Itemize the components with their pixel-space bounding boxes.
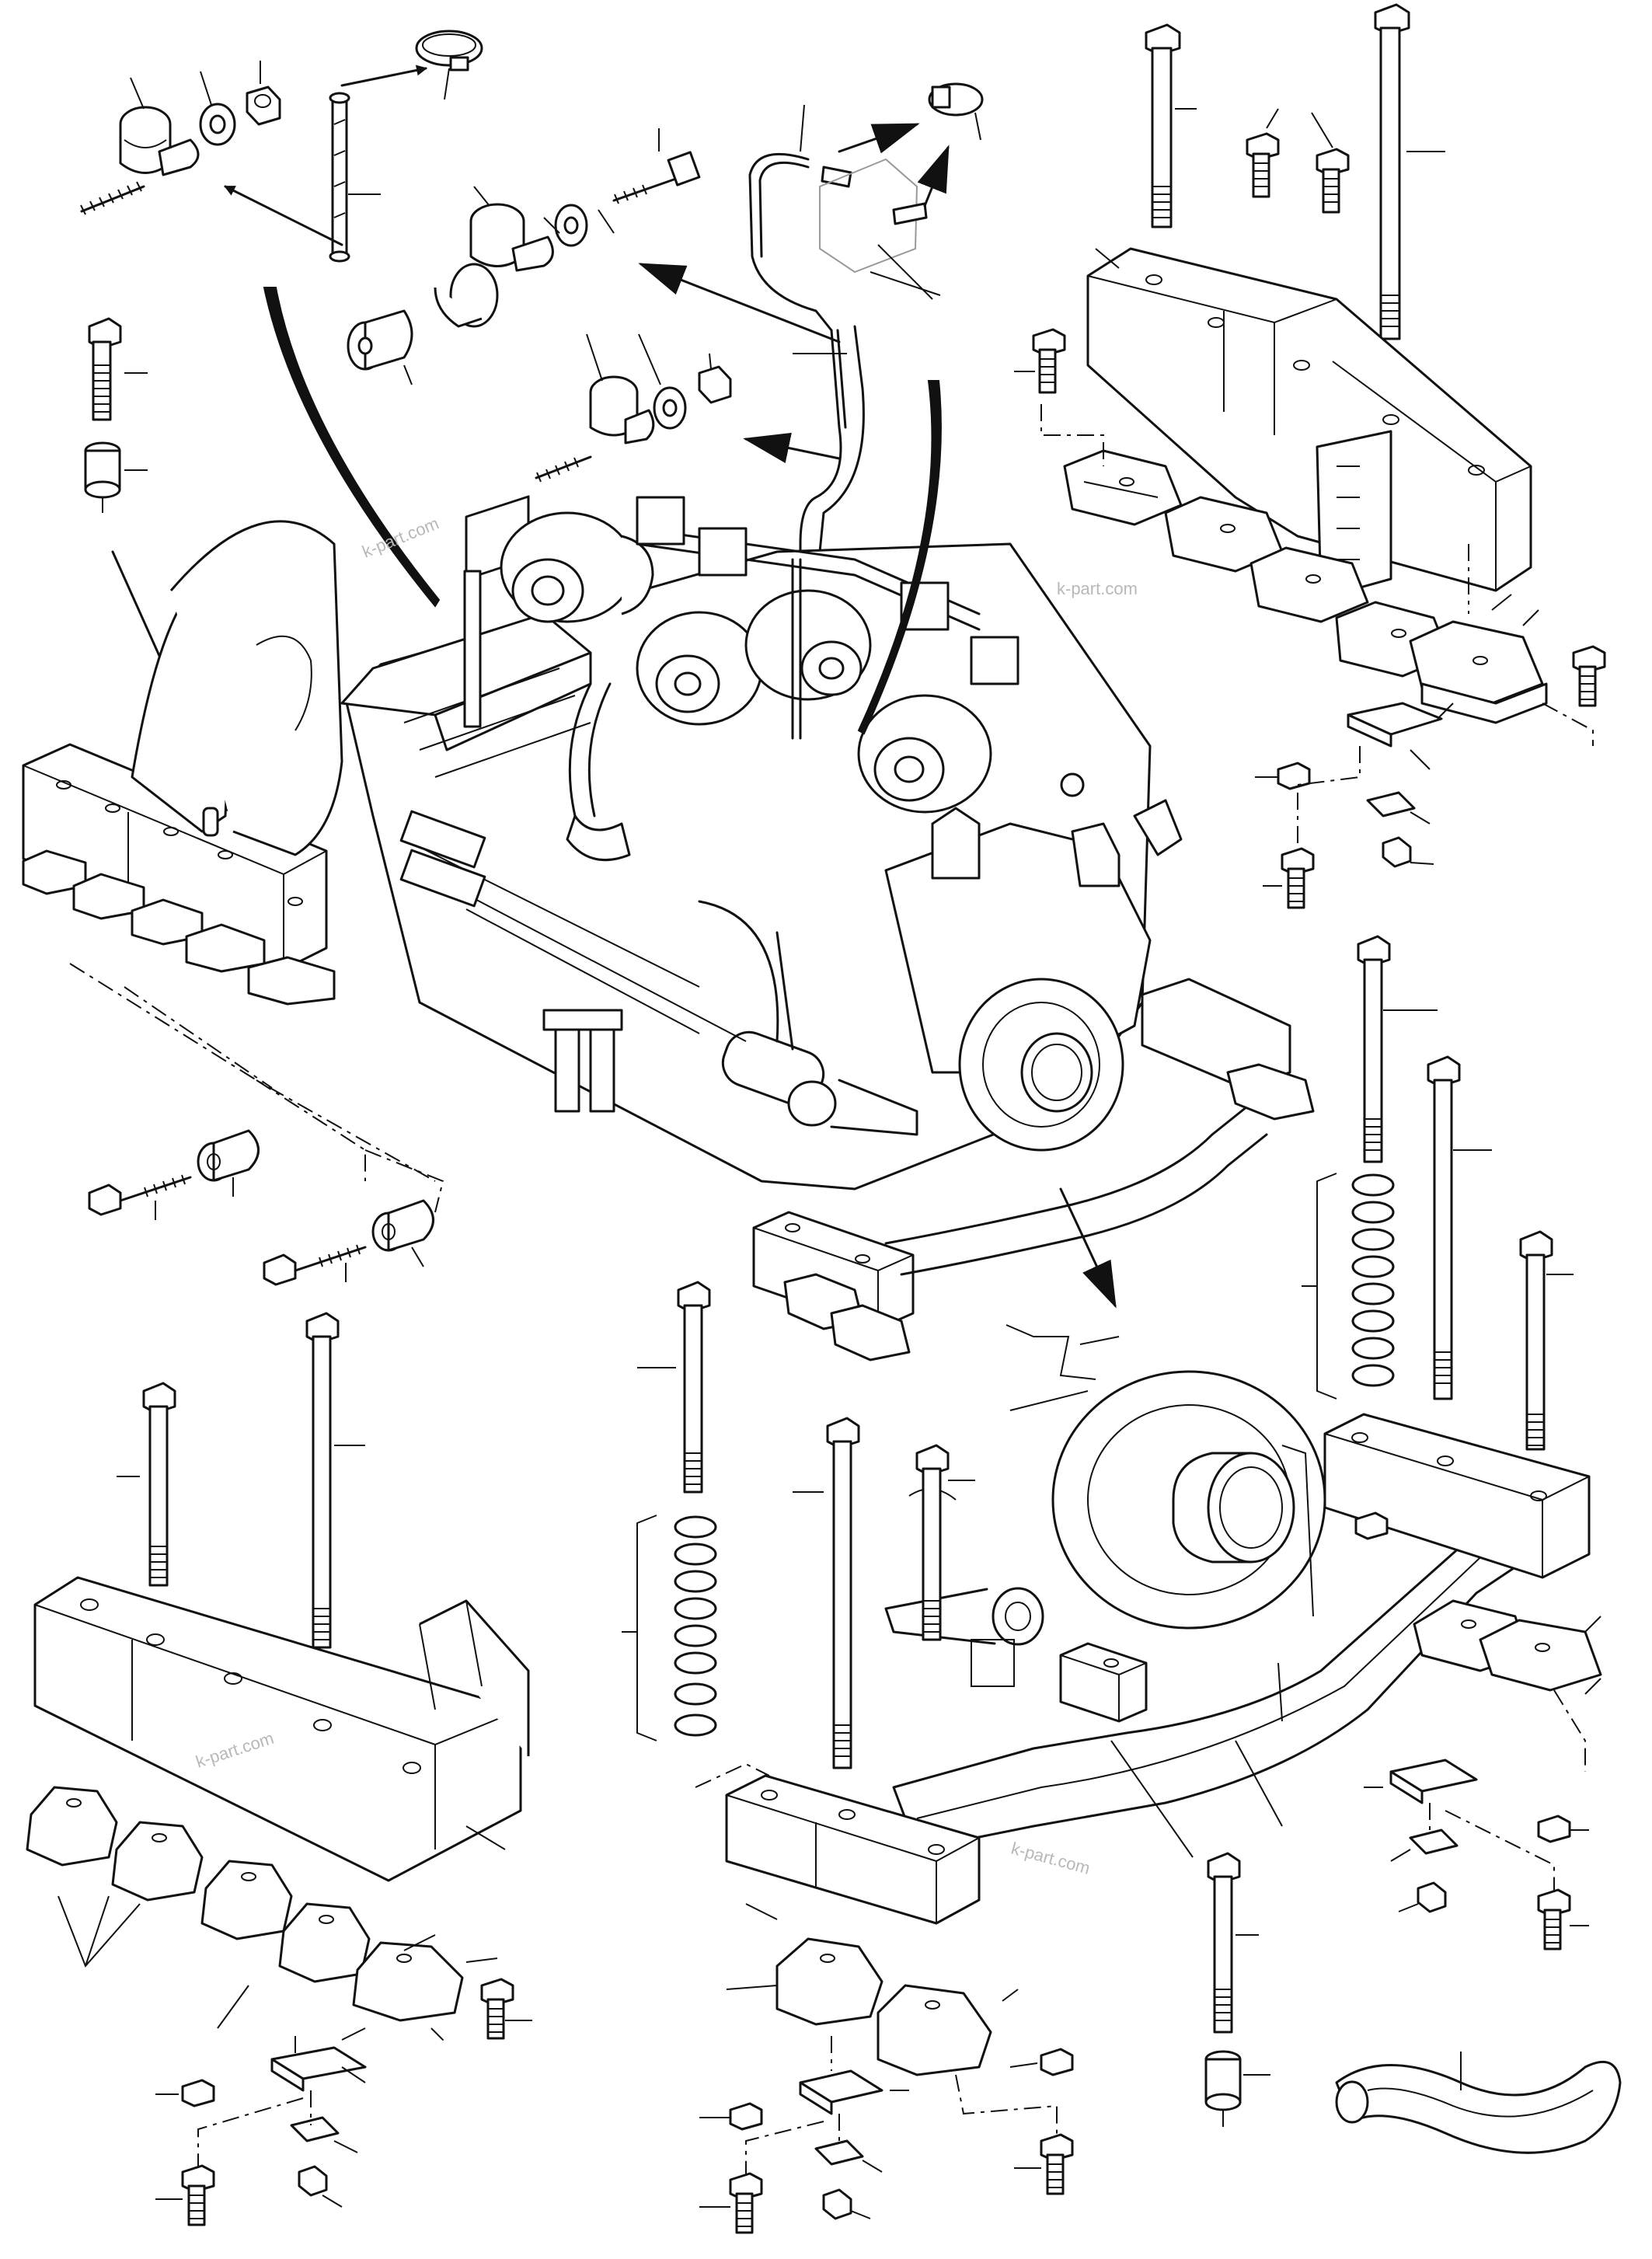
hex-nut [246,85,281,126]
turbocharger-center [636,611,763,726]
plate-and-nuts-br [1364,1616,1601,1950]
rear-frame-and-flywheel [884,1324,1602,1858]
long-bolt-a [1145,23,1181,228]
right-washer-stack-assembly [1302,935,1574,1451]
p-clamp [119,106,200,176]
rubber-mounts-bc [775,1937,992,2076]
rear-center-mount-bracket [725,1774,981,1925]
bolt-rc-2 [1427,1055,1461,1400]
turbocharger-right-front [857,694,992,814]
bolt-bl-1 [142,1382,176,1587]
turbocharger-right-rear [744,589,872,701]
coolant-hose [1335,2052,1622,2154]
right-plate-hardware [1277,645,1606,909]
oil-filters [542,1009,623,1113]
washer [199,103,236,146]
diesel-engine-block [340,495,1183,1191]
bottom-left-mount-assembly [26,1312,532,2226]
breather-tube [329,92,350,263]
plate-and-nuts-bc [729,2036,1074,2234]
bolt-bc-2 [826,1417,860,1769]
starter-motor [721,1030,918,1136]
rubber-cushion [347,309,413,371]
long-bolt [612,151,701,204]
front-center-mount-bracket [752,978,1315,1361]
upper-rubber-mounts [1063,449,1548,724]
bolt-br [1204,1852,1270,2129]
washer-stack-right [1302,1173,1395,1400]
long-bolt-b [1374,3,1410,340]
bottom-right-hardware [1204,1616,1622,2154]
clamp-bolt [80,181,145,215]
turbocharger-left [500,511,654,623]
cross-member-block [1086,247,1532,600]
top-left-clamp-assembly [80,30,483,263]
left-front-mount-bracket [22,520,444,1286]
short-bolts [1032,132,1350,394]
double-clamp [434,203,554,328]
bolt-rc-3 [1519,1230,1553,1451]
washer-stack-bc [622,1515,717,1741]
left-upper-bolt-spacer [84,317,148,513]
bolt-rc-1 [1357,935,1391,1163]
lower-clamp [535,365,732,483]
bolt-bc-3 [915,1444,950,1641]
hose-clamp [415,30,483,71]
watermark-4: k-part.com [1009,1839,1093,1878]
bolt-bl-2 [305,1312,340,1649]
clamp-washer [554,204,588,247]
left-rear-mount-bracket [33,1576,530,1882]
top-right-support-assembly [793,3,1606,909]
rubber-mounts-bl [26,1786,464,2022]
dipstick-tube [748,82,984,592]
plate-and-nuts-bl [181,1978,514,2226]
watermark-2: k-part.com [1057,579,1138,598]
bottom-center-mount-assembly [622,1281,1074,2234]
bolt-bc-1 [677,1281,711,1494]
top-center-clamp-assembly [347,82,984,592]
